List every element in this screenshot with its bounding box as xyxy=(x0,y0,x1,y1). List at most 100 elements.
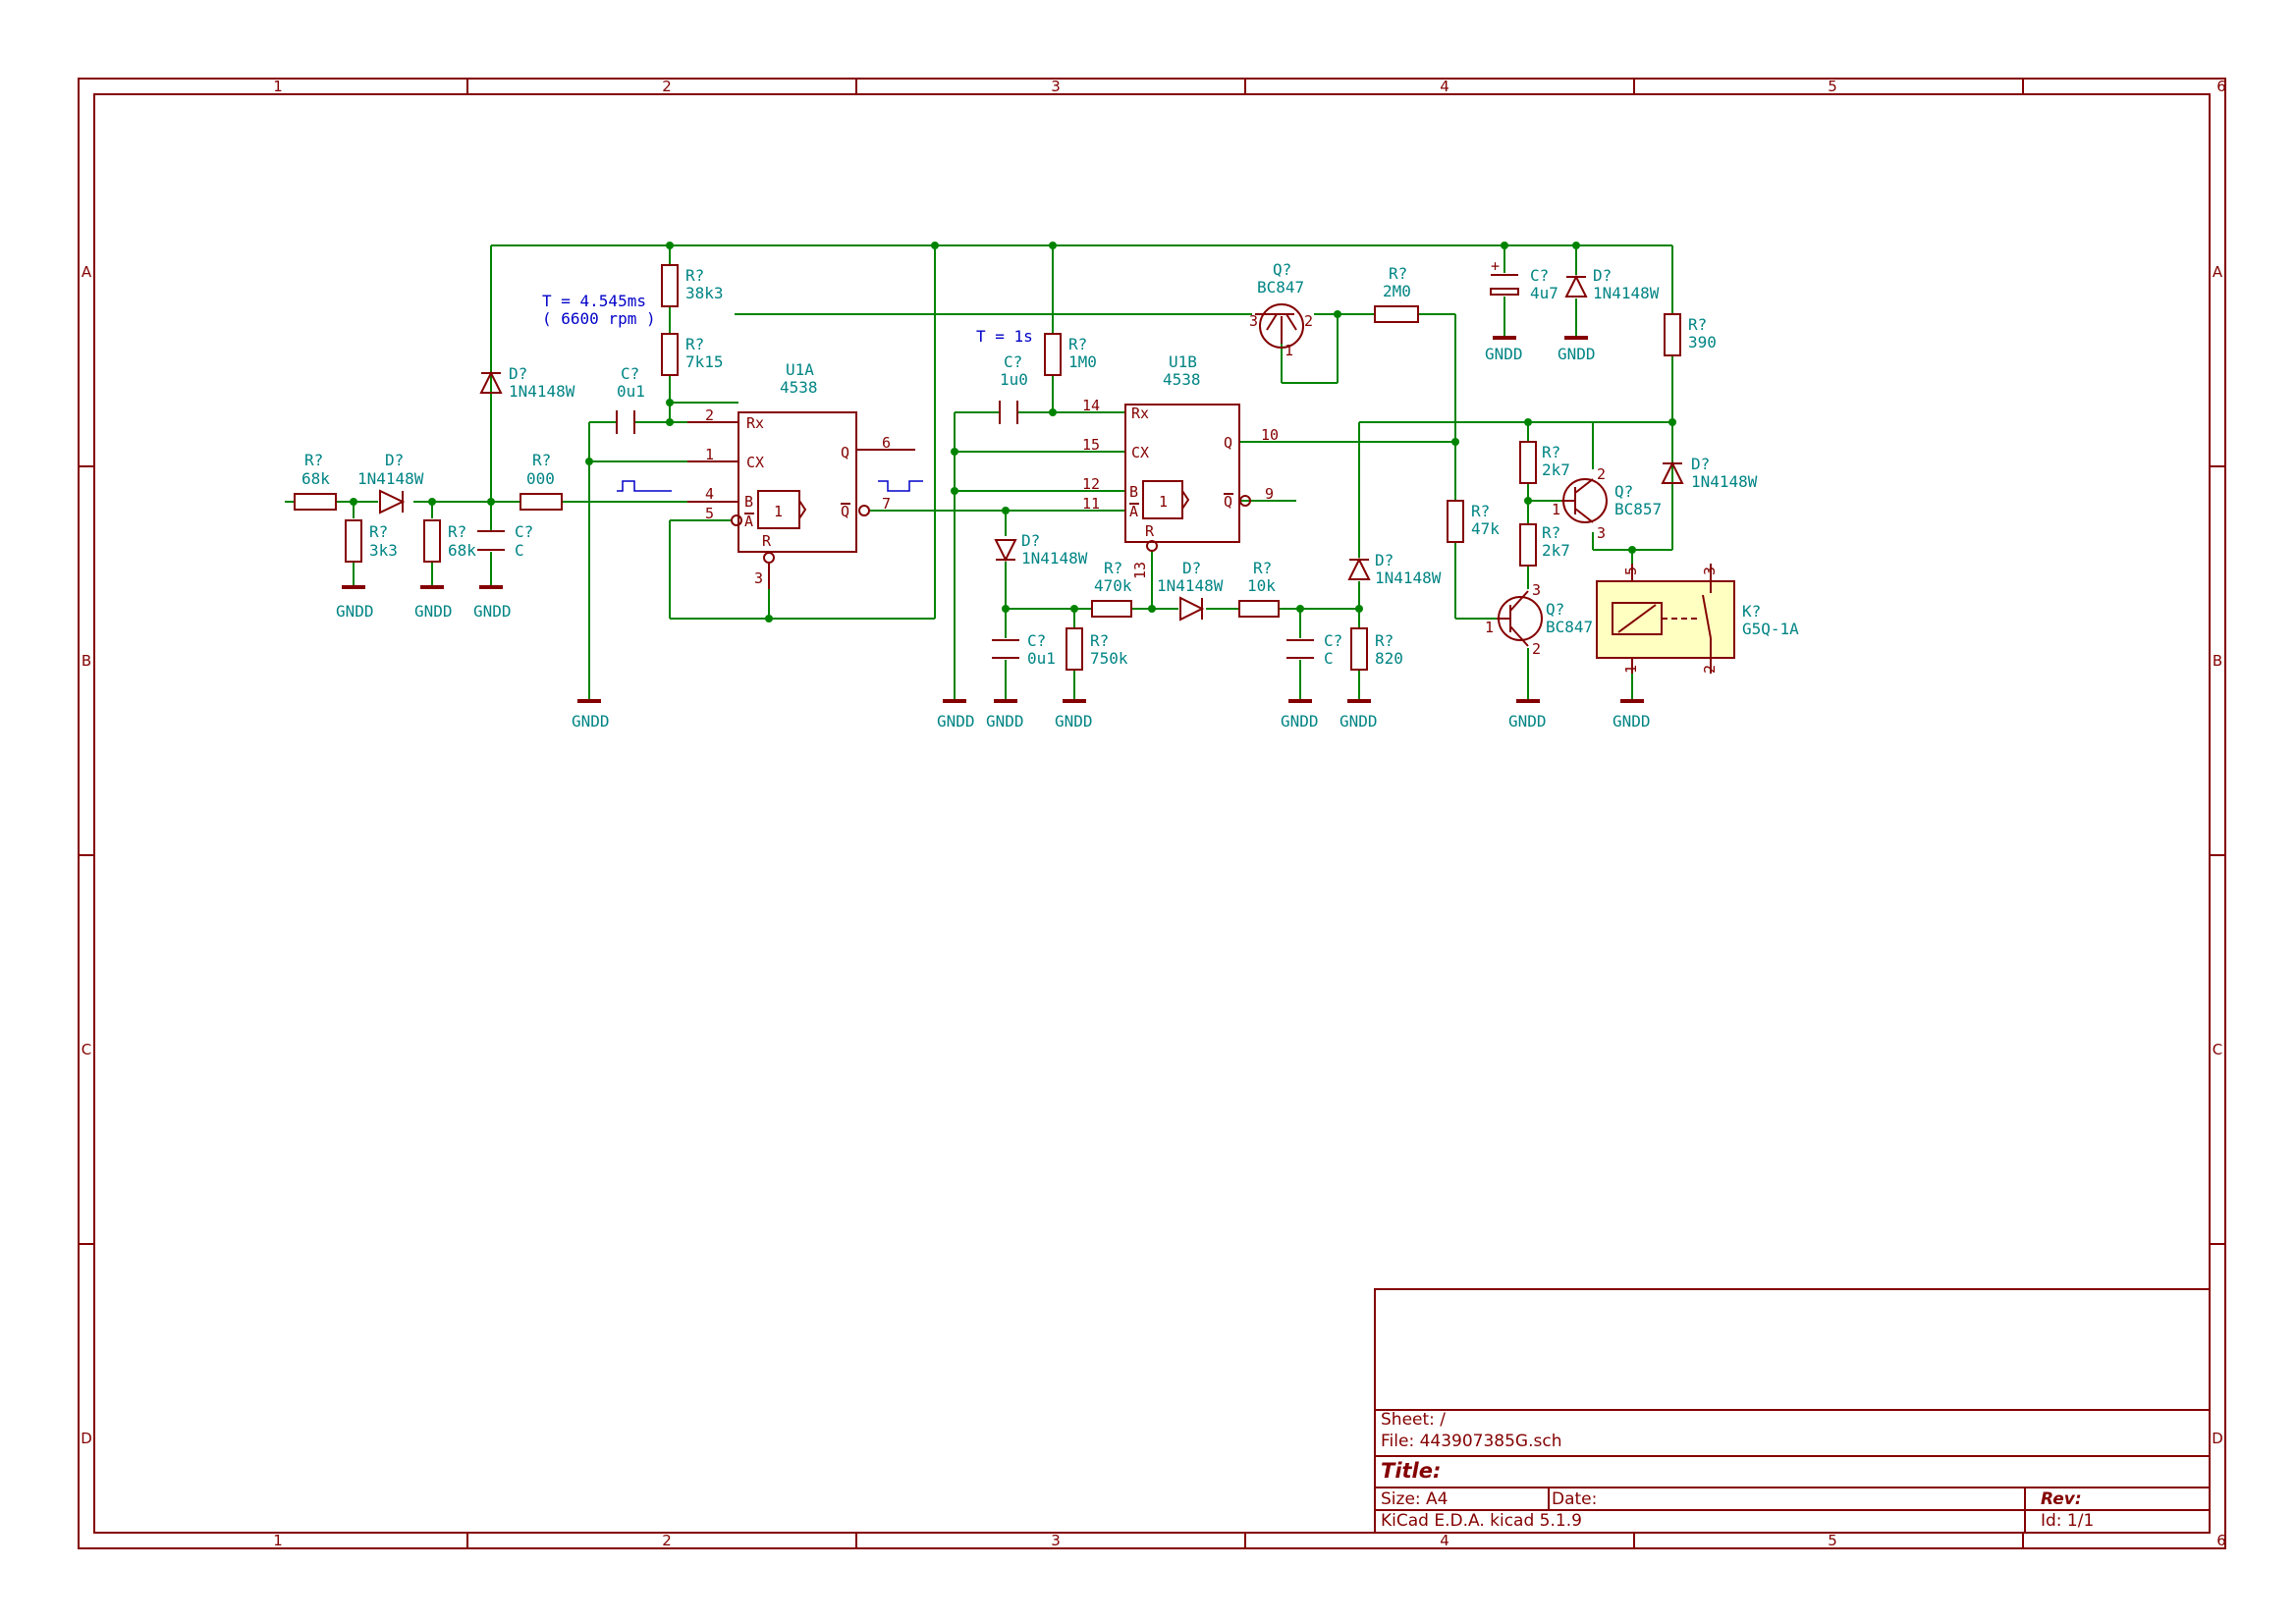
svg-text:2M0: 2M0 xyxy=(1383,282,1411,300)
svg-text:47k: 47k xyxy=(1471,519,1500,538)
svg-text:1: 1 xyxy=(774,503,783,520)
svg-text:Q?: Q? xyxy=(1546,600,1564,619)
svg-text:R?: R? xyxy=(369,522,388,541)
svg-text:GNDD: GNDD xyxy=(572,712,610,730)
svg-text:Rx: Rx xyxy=(1131,405,1149,422)
capacitor-4u7: + C? 4u7 xyxy=(1490,257,1558,302)
svg-text:820: 820 xyxy=(1375,649,1403,668)
note-rpm: ( 6600 rpm ) xyxy=(542,309,656,328)
junctions xyxy=(350,242,1676,622)
svg-text:2: 2 xyxy=(705,406,714,424)
resistor-2m0: R? 2M0 xyxy=(1374,264,1419,323)
resistor-820: R? 820 xyxy=(1350,627,1403,671)
svg-text:2: 2 xyxy=(1701,665,1719,674)
resistor-r-input: R? 68k xyxy=(294,451,337,511)
svg-text:GNDD: GNDD xyxy=(473,602,512,621)
resistor-1m0: R? 1M0 xyxy=(1044,333,1097,376)
svg-text:0u1: 0u1 xyxy=(1027,649,1056,668)
row-label: B xyxy=(2213,652,2222,670)
svg-text:1: 1 xyxy=(705,446,714,463)
svg-text:C?: C? xyxy=(1530,266,1549,285)
resistor-7k15: R? 7k15 xyxy=(661,333,724,376)
column-label: 3 xyxy=(1051,1532,1061,1549)
svg-text:+: + xyxy=(1491,257,1500,275)
svg-text:68k: 68k xyxy=(448,541,476,560)
svg-text:1N4148W: 1N4148W xyxy=(1157,576,1224,595)
resistor-390: R? 390 xyxy=(1664,313,1717,356)
svg-text:000: 000 xyxy=(526,469,555,488)
svg-text:5: 5 xyxy=(1622,567,1640,575)
svg-text:1N4148W: 1N4148W xyxy=(1691,472,1758,491)
svg-text:4538: 4538 xyxy=(1163,370,1201,389)
svg-text:D?: D? xyxy=(1375,551,1394,569)
rev-field: Rev: xyxy=(2041,1489,2082,1509)
wires xyxy=(285,244,1673,699)
title-block: Sheet: / File: 443907385G.sch Title: Siz… xyxy=(1374,1288,2211,1534)
diode-u1b-input: D? 1N4148W xyxy=(994,531,1088,568)
svg-text:A: A xyxy=(744,513,753,530)
svg-text:GNDD: GNDD xyxy=(937,712,975,730)
svg-text:Q: Q xyxy=(1224,493,1232,511)
row-label: D xyxy=(81,1430,92,1447)
svg-text:R?: R? xyxy=(448,522,466,541)
transistor-bc847-top: Q? BC847 3 2 1 xyxy=(1249,260,1313,359)
svg-text:BC857: BC857 xyxy=(1614,500,1662,518)
svg-text:470k: 470k xyxy=(1094,576,1132,595)
capacitor-0u1-timing: C? 0u1 xyxy=(616,364,645,434)
pulse-output-graphic xyxy=(878,480,923,492)
drawing-frame: 1 2 3 4 5 6 1 2 3 4 5 6 A B C D A B C D xyxy=(78,78,2226,1549)
svg-text:G5Q-1A: G5Q-1A xyxy=(1742,620,1799,638)
column-label: 5 xyxy=(1828,1532,1837,1549)
resistor-000: R? 000 xyxy=(519,451,563,511)
svg-text:10k: 10k xyxy=(1247,576,1276,595)
svg-text:1N4148W: 1N4148W xyxy=(1021,549,1088,568)
svg-text:C: C xyxy=(1324,649,1334,668)
resistor-68k-shunt: R? 68k xyxy=(423,519,476,563)
svg-text:C: C xyxy=(515,541,524,560)
ic-u1a-4538: U1A 4538 Rx CX B A Q Q 1 R 2 1 4 5 6 7 3 xyxy=(687,360,915,589)
svg-text:14: 14 xyxy=(1082,397,1100,414)
diode-relay-flyback: D? 1N4148W xyxy=(1661,455,1758,491)
svg-text:1: 1 xyxy=(1552,501,1560,518)
column-label: 3 xyxy=(1051,78,1061,95)
column-label: 2 xyxy=(662,78,672,95)
svg-text:2k7: 2k7 xyxy=(1542,460,1570,479)
svg-text:2k7: 2k7 xyxy=(1542,541,1570,560)
column-label: 6 xyxy=(2216,78,2226,95)
svg-text:GNDD: GNDD xyxy=(1613,712,1651,730)
svg-text:Q: Q xyxy=(841,444,849,461)
svg-text:R?: R? xyxy=(1542,443,1560,461)
ground-symbols: GNDD GNDD GNDD GNDD GNDD GNDD GNDD GNDD … xyxy=(336,336,1651,730)
svg-text:GNDD: GNDD xyxy=(1281,712,1319,730)
resistor-38k3: R? 38k3 xyxy=(661,264,724,307)
svg-text:B: B xyxy=(744,493,753,511)
svg-text:3: 3 xyxy=(1597,524,1606,542)
svg-text:4: 4 xyxy=(705,485,714,503)
resistor-10k: R? 10k xyxy=(1238,559,1280,618)
row-label: A xyxy=(2213,263,2223,281)
svg-text:68k: 68k xyxy=(301,469,330,488)
diode-rail: D? 1N4148W xyxy=(1564,266,1660,302)
svg-text:GNDD: GNDD xyxy=(1485,345,1523,363)
diode-input: D? 1N4148W xyxy=(357,451,424,514)
svg-text:Q: Q xyxy=(1224,434,1232,452)
svg-text:2: 2 xyxy=(1597,465,1606,483)
capacitor-c2: C? C xyxy=(1286,631,1342,668)
sheet-field: Sheet: / xyxy=(1381,1410,1446,1430)
svg-text:1: 1 xyxy=(1285,342,1293,359)
row-label: C xyxy=(2213,1041,2222,1058)
svg-text:GNDD: GNDD xyxy=(986,712,1024,730)
transistor-bc847-driver: Q? BC847 3 1 2 xyxy=(1485,581,1593,658)
svg-text:38k3: 38k3 xyxy=(685,284,724,302)
svg-text:R?: R? xyxy=(1253,559,1272,577)
svg-text:U1B: U1B xyxy=(1169,352,1197,371)
svg-text:D?: D? xyxy=(1691,455,1710,473)
svg-text:R: R xyxy=(762,532,772,550)
svg-text:1N4148W: 1N4148W xyxy=(509,382,575,401)
capacitor-input: C? C xyxy=(477,522,533,560)
diode-series: D? 1N4148W xyxy=(1157,559,1224,622)
svg-text:BC847: BC847 xyxy=(1546,618,1593,636)
svg-text:3: 3 xyxy=(1701,567,1719,575)
svg-text:5: 5 xyxy=(705,505,714,522)
svg-text:R?: R? xyxy=(532,451,551,469)
